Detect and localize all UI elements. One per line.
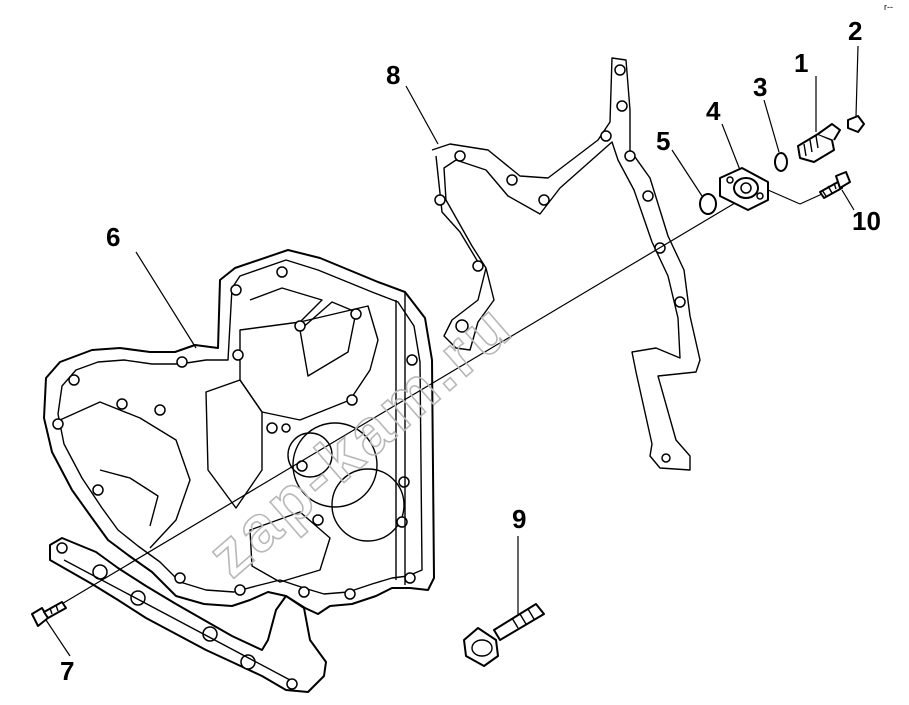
o-ring-part-5 [699, 193, 717, 215]
callout-7: 7 [60, 656, 74, 686]
callout-5: 5 [656, 126, 670, 156]
gasket-part-8 [431, 57, 701, 471]
bolt-part-10 [767, 171, 851, 205]
callout-8: 8 [386, 60, 400, 90]
seal-part-2 [847, 115, 865, 133]
callout-10: 10 [852, 206, 881, 236]
gear-housing-part-6 [43, 249, 435, 615]
washer-part-3 [774, 152, 788, 172]
callout-3: 3 [753, 72, 767, 102]
sensor-part-1 [797, 123, 841, 163]
bolt-part-9 [463, 603, 545, 667]
leader-lines [45, 45, 859, 657]
bolt-part-7 [31, 601, 67, 627]
callout-4: 4 [706, 96, 721, 126]
callout-6: 6 [106, 222, 120, 252]
assembly-axis [54, 199, 741, 609]
corner-mark: r-- [884, 2, 893, 12]
callout-1: 1 [794, 48, 808, 78]
callout-2: 2 [848, 16, 862, 46]
flange-housing-part-4 [719, 167, 769, 211]
callout-9: 9 [512, 504, 526, 534]
